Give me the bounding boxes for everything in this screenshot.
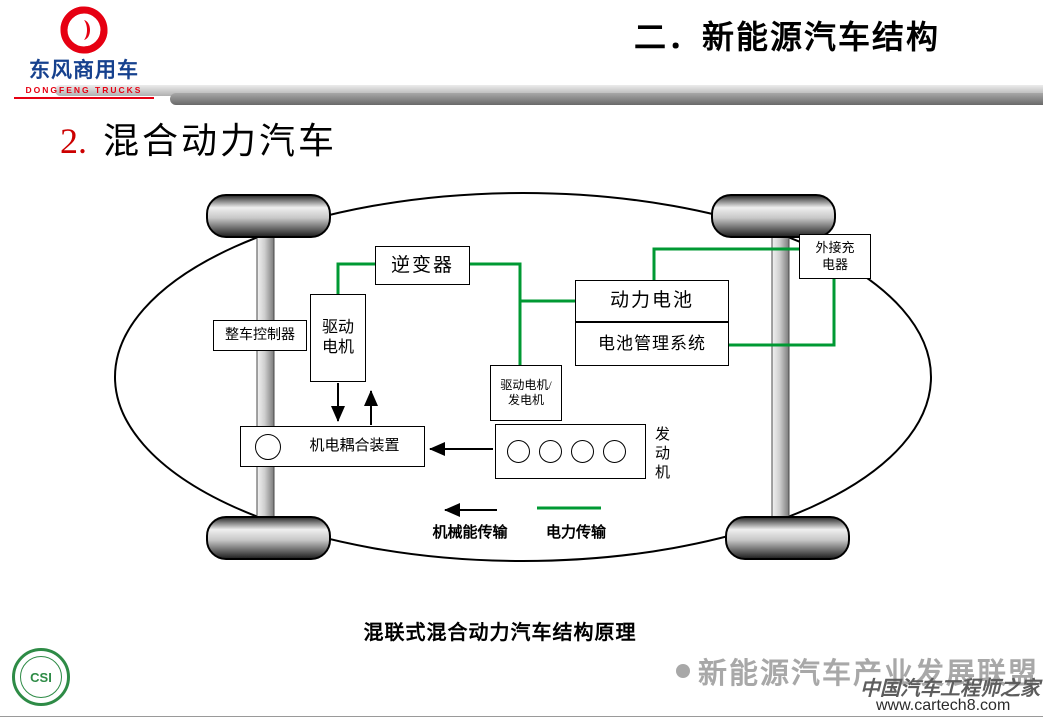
engine-cylinder-icon xyxy=(507,440,530,463)
site-name-watermark: 中国汽车工程师之家 xyxy=(860,678,1040,700)
brand-underline xyxy=(14,97,154,99)
wheel-bottom-left xyxy=(206,516,331,560)
electric-line-charger-bms xyxy=(729,278,836,347)
logo-swirl-right xyxy=(60,6,108,54)
external-charger-box: 外接充 电器 xyxy=(799,234,871,279)
legend-electric-label: 电力传输 xyxy=(545,525,606,541)
inverter-box: 逆变器 xyxy=(375,246,470,285)
motor-generator-box: 驱动电机/ 发电机 xyxy=(490,365,562,421)
vehicle-controller-label: 整车控制器 xyxy=(225,327,295,343)
car-body-outline xyxy=(114,192,932,562)
slide-title: 二．新能源汽车结构 xyxy=(634,19,941,55)
inverter-label: 逆变器 xyxy=(390,254,454,276)
external-charger-label-line2: 电器 xyxy=(821,256,848,272)
section-number: 2. xyxy=(60,121,87,161)
wheel-bottom-right xyxy=(725,516,850,560)
engine-box xyxy=(495,424,646,479)
header-bar-dark xyxy=(170,93,1043,105)
csi-seal-text: CSI xyxy=(20,656,62,698)
drive-motor-label-line2: 电机 xyxy=(321,339,354,356)
site-url-watermark: www.cartech8.com xyxy=(876,697,1011,714)
drive-motor-box: 驱动 电机 xyxy=(310,294,366,382)
engine-cylinder-icon xyxy=(571,440,594,463)
csi-seal-logo: CSI xyxy=(12,648,70,706)
engine-cylinder-icon xyxy=(539,440,562,463)
engine-cylinder-icon xyxy=(603,440,626,463)
diagram-caption: 混联式混合动力汽车结构原理 xyxy=(363,622,637,644)
electric-line-inverter-generator xyxy=(470,262,522,365)
electric-line-motor-inverter xyxy=(336,262,375,294)
drive-motor-label-line1: 驱动 xyxy=(321,319,354,336)
slide-border-bottom xyxy=(0,716,1043,717)
alliance-watermark: 新能源汽车产业发展联盟 xyxy=(676,650,1039,692)
dongfeng-logo-icon xyxy=(60,6,108,54)
wheel-top-left xyxy=(206,194,331,238)
motor-generator-label-line2: 发电机 xyxy=(507,393,544,407)
coupling-device-label: 机电耦合装置 xyxy=(309,438,400,455)
motor-generator-label-line1: 驱动电机/ xyxy=(500,378,552,392)
power-battery-box: 动力电池 xyxy=(575,280,729,322)
alliance-dot-icon xyxy=(676,664,690,678)
coupling-device-box: 机电耦合装置 xyxy=(240,426,425,467)
engine-label: 发动机 xyxy=(653,426,669,483)
dongfeng-logo-block: 东风商用车 DONGFENG TRUCKS xyxy=(14,6,154,99)
battery-management-box: 电池管理系统 xyxy=(575,322,729,366)
alliance-watermark-text: 新能源汽车产业发展联盟 xyxy=(698,658,1040,690)
external-charger-label-line1: 外接充 xyxy=(815,240,855,256)
wheel-top-right xyxy=(711,194,836,238)
coupling-shaft-circle-icon xyxy=(255,433,281,460)
section-title: 混合动力汽车 xyxy=(103,121,338,161)
logo-center-swirl xyxy=(84,20,90,40)
brand-name-cn: 东风商用车 xyxy=(29,59,139,82)
power-battery-label: 动力电池 xyxy=(609,290,694,312)
brand-name-en: DONGFENG TRUCKS xyxy=(25,85,143,95)
vehicle-controller-box: 整车控制器 xyxy=(213,320,307,351)
battery-management-label: 电池管理系统 xyxy=(598,334,706,354)
header-bar-light xyxy=(55,85,1043,96)
legend-mechanical-label: 机械能传输 xyxy=(432,525,508,541)
axle-right xyxy=(771,213,790,539)
section-heading: 2. 混合动力汽车 xyxy=(60,112,337,164)
electric-line-battery-charger xyxy=(652,247,800,280)
axle-left xyxy=(256,213,275,539)
